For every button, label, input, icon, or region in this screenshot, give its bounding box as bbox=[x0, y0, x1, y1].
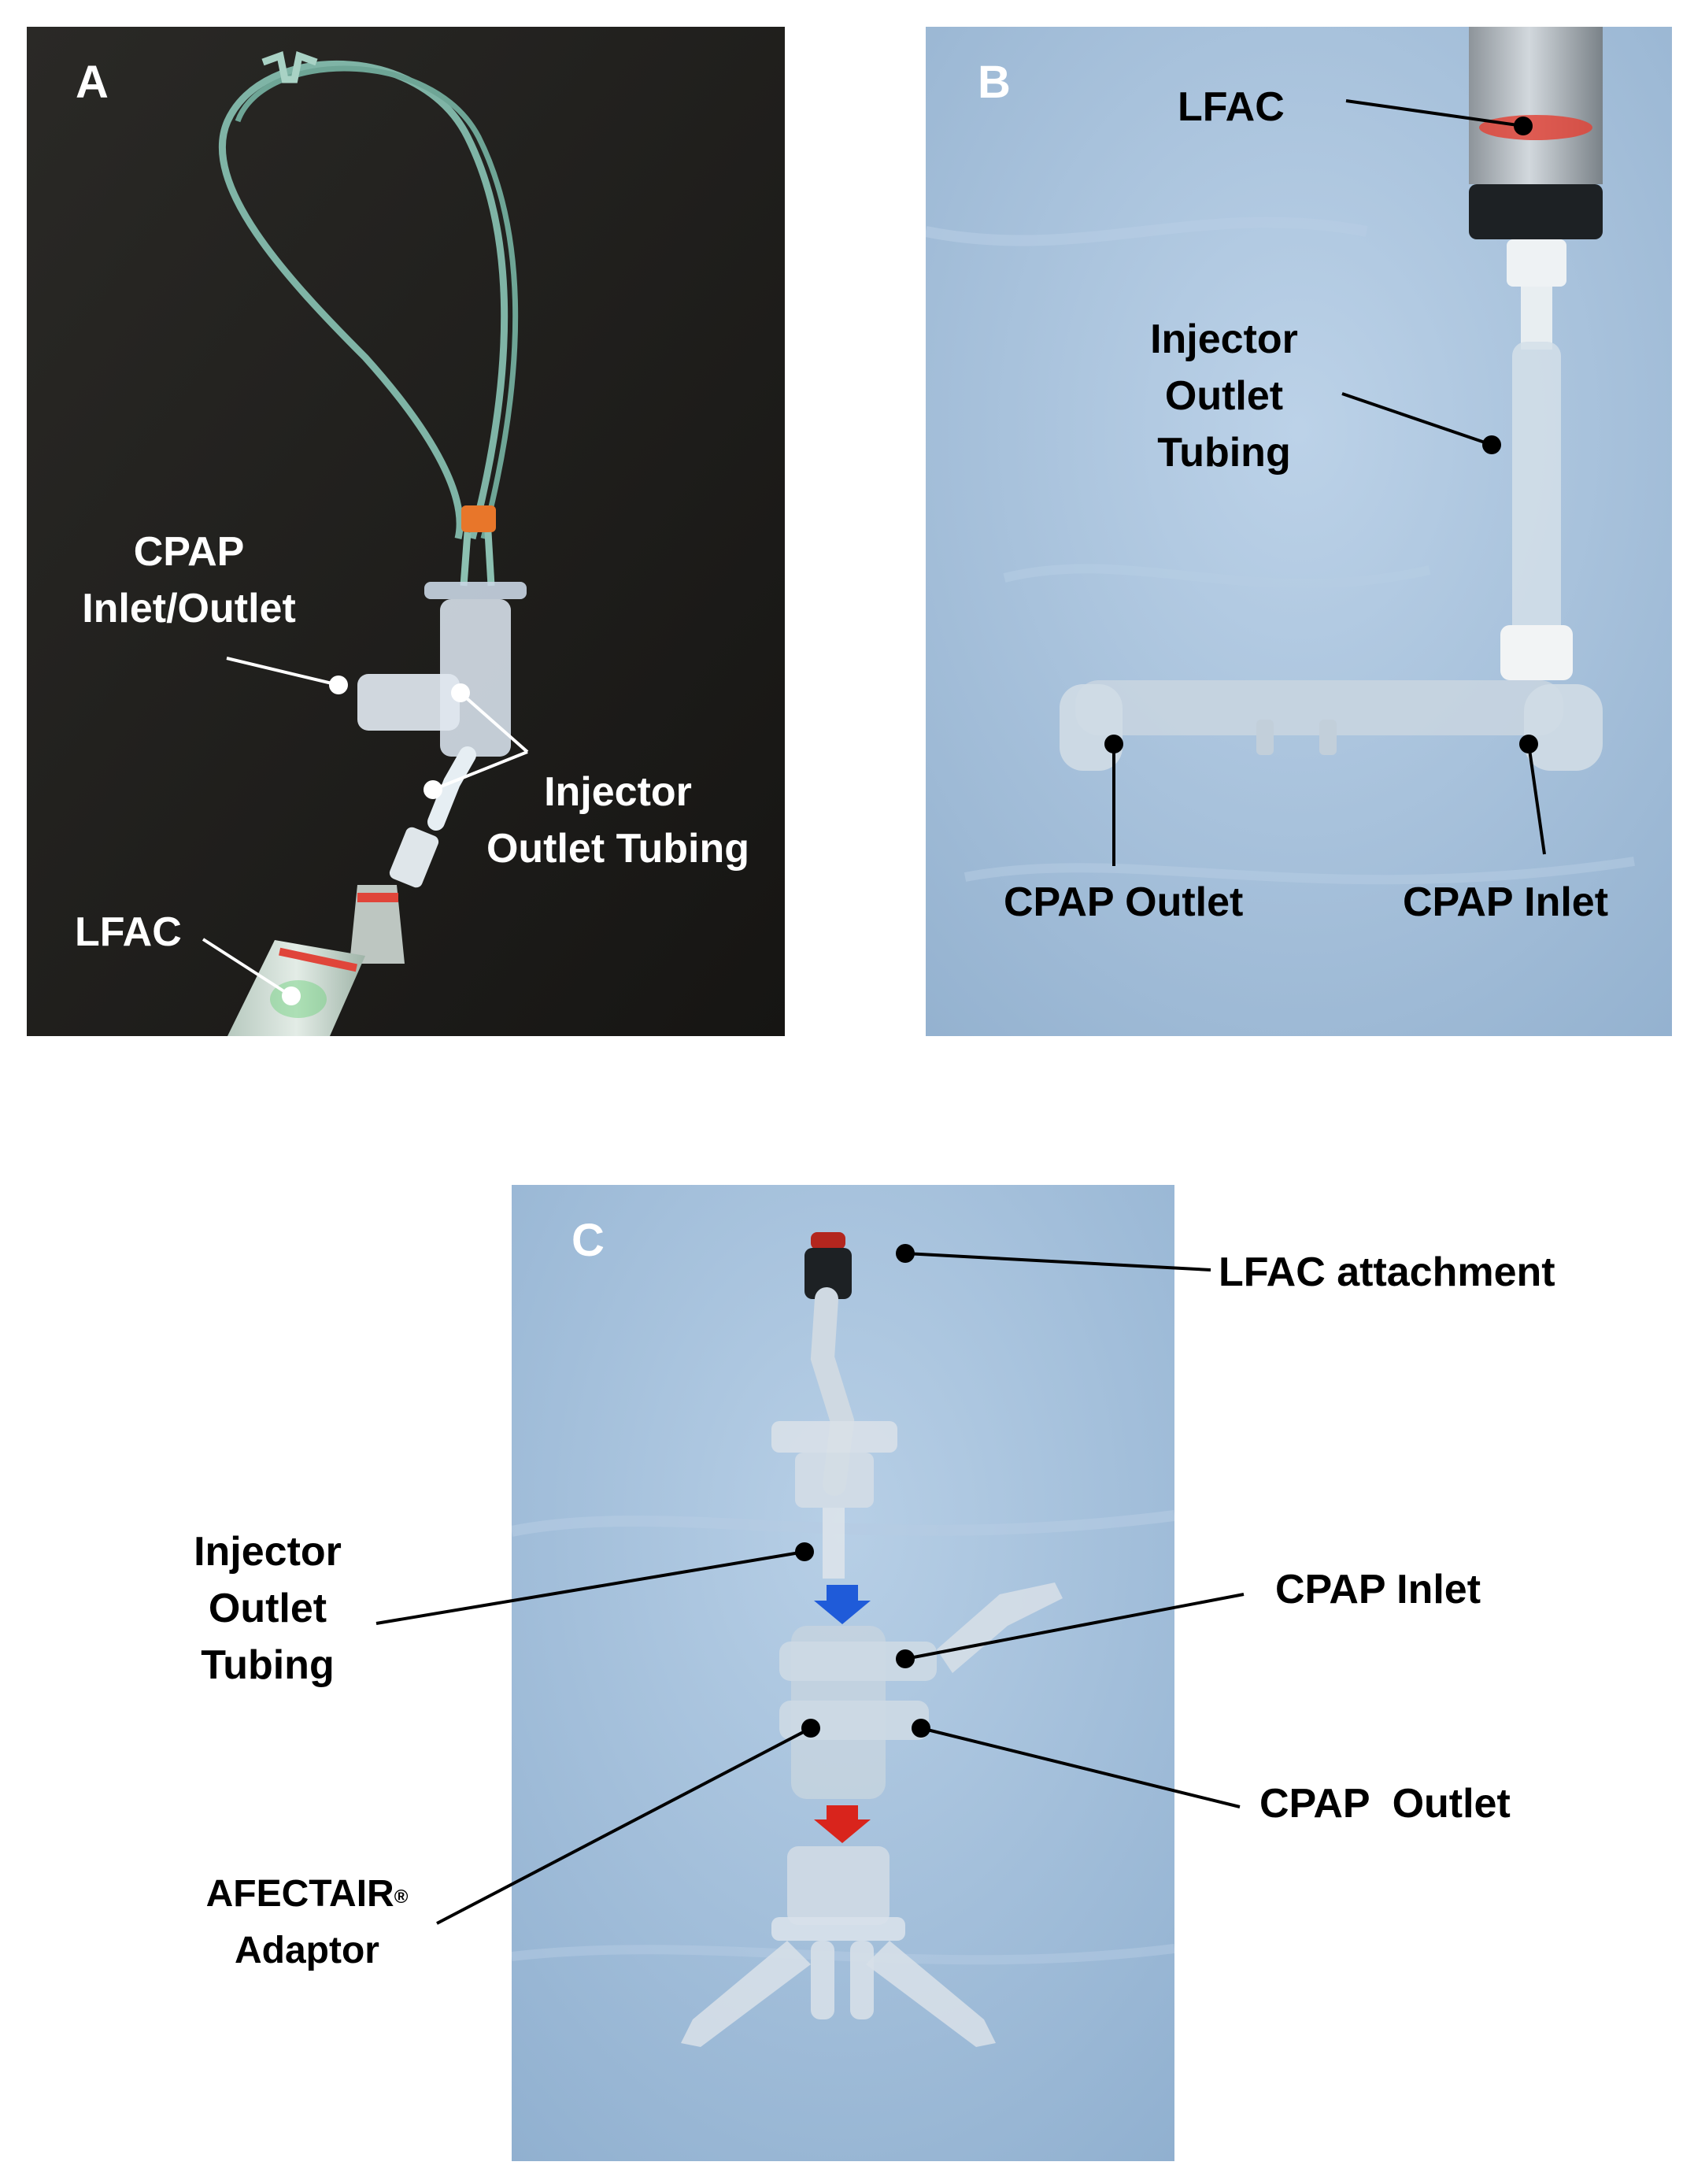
label-c-injector-line1: Injector bbox=[194, 1529, 342, 1575]
injector-outlet-tubing bbox=[1512, 342, 1561, 641]
label-b-injector-outlet-tubing: Injector Outlet Tubing bbox=[1126, 311, 1322, 481]
marker-b-injector bbox=[1482, 435, 1501, 454]
lower-fitting bbox=[1500, 625, 1573, 680]
label-b-lfac: LFAC bbox=[1178, 84, 1285, 130]
label-b-injector-line2: Outlet bbox=[1164, 373, 1284, 419]
label-c-afectair-adaptor: AFECTAIR® Adaptor bbox=[189, 1866, 425, 1979]
red-flow-arrow bbox=[814, 1805, 871, 1843]
label-b-cpap-inlet: CPAP Inlet bbox=[1403, 879, 1609, 925]
cpap-inlet-port bbox=[779, 1642, 937, 1681]
nasal-cannula-tubing-2 bbox=[235, 65, 519, 539]
label-b-injector-line3: Tubing bbox=[1157, 430, 1291, 476]
label-c-afectair-name: AFECTAIR bbox=[205, 1873, 394, 1915]
label-a-lfac: LFAC bbox=[75, 909, 182, 955]
nasal-prongs bbox=[261, 50, 318, 83]
marker-c-lfac-attachment bbox=[896, 1244, 915, 1263]
label-c-injector-line2: Outlet bbox=[208, 1586, 327, 1631]
lfac-attachment bbox=[804, 1248, 852, 1299]
panel-c-illustration bbox=[512, 1185, 1174, 2161]
port-cap bbox=[937, 1582, 1063, 1673]
panel-a-illustration bbox=[27, 27, 785, 1036]
cpap-manifold bbox=[1075, 680, 1563, 735]
marker-c-cpap-inlet bbox=[896, 1649, 915, 1668]
blue-flow-arrow bbox=[814, 1585, 871, 1624]
mask-leg-right bbox=[866, 1941, 996, 2047]
label-a-cpap-line1: CPAP bbox=[133, 529, 245, 575]
lfac-attachment-tip bbox=[811, 1232, 845, 1249]
label-c-afectair-registered-mark: ® bbox=[394, 1886, 409, 1908]
connector-flange bbox=[424, 582, 527, 599]
label-c-cpap-inlet: CPAP Inlet bbox=[1275, 1567, 1481, 1612]
orange-clip bbox=[461, 505, 496, 532]
cpap-inlet-elbow bbox=[1524, 684, 1603, 771]
label-c-cpap-outlet: CPAP Outlet bbox=[1259, 1781, 1511, 1827]
label-b-cpap-outlet: CPAP Outlet bbox=[1004, 879, 1244, 925]
marker-b-cpap-outlet bbox=[1104, 735, 1123, 753]
label-a-injector-line1: Injector bbox=[544, 769, 692, 815]
label-a-cpap-inlet-outlet: CPAP Inlet/Outlet bbox=[63, 524, 315, 637]
label-c-afectair-line1: AFECTAIR® bbox=[189, 1866, 425, 1923]
nasal-cannula-tubing bbox=[219, 60, 509, 540]
mask-connector bbox=[787, 1846, 890, 1925]
marker-a-cpap bbox=[329, 676, 348, 694]
marker-c-afectair bbox=[801, 1719, 820, 1738]
panel-c-letter: C bbox=[571, 1215, 605, 1266]
lfac-canister bbox=[1469, 27, 1603, 184]
marker-a-injector-1 bbox=[451, 683, 470, 702]
marker-b-cpap-inlet bbox=[1519, 735, 1538, 753]
mask-leg-left bbox=[681, 1941, 811, 2047]
lfac-cap bbox=[1469, 184, 1603, 239]
panel-b-letter: B bbox=[978, 57, 1011, 108]
label-c-injector-line3: Tubing bbox=[201, 1642, 335, 1688]
label-c-afectair-line2: Adaptor bbox=[235, 1930, 379, 1971]
label-b-injector-line1: Injector bbox=[1150, 316, 1298, 362]
panel-a-photo: A bbox=[27, 27, 785, 1036]
panel-c-photo: C bbox=[512, 1185, 1174, 2161]
marker-c-injector bbox=[795, 1542, 814, 1561]
panel-a-letter: A bbox=[76, 57, 109, 108]
label-c-injector-outlet-tubing: Injector Outlet Tubing bbox=[165, 1523, 370, 1694]
label-a-cpap-line2: Inlet/Outlet bbox=[82, 586, 296, 631]
label-a-injector-line2: Outlet Tubing bbox=[486, 826, 750, 872]
panel-b-photo: B bbox=[926, 27, 1672, 1036]
label-a-injector-outlet-tubing: Injector Outlet Tubing bbox=[460, 764, 775, 877]
label-c-lfac-attachment: LFAC attachment bbox=[1219, 1249, 1555, 1295]
marker-a-lfac bbox=[282, 987, 301, 1005]
cpap-inlet-outlet-port bbox=[357, 674, 460, 731]
panel-b-illustration bbox=[926, 27, 1672, 1036]
marker-c-cpap-outlet bbox=[912, 1719, 930, 1738]
marker-b-lfac bbox=[1514, 117, 1533, 135]
marker-a-injector-2 bbox=[424, 780, 442, 799]
